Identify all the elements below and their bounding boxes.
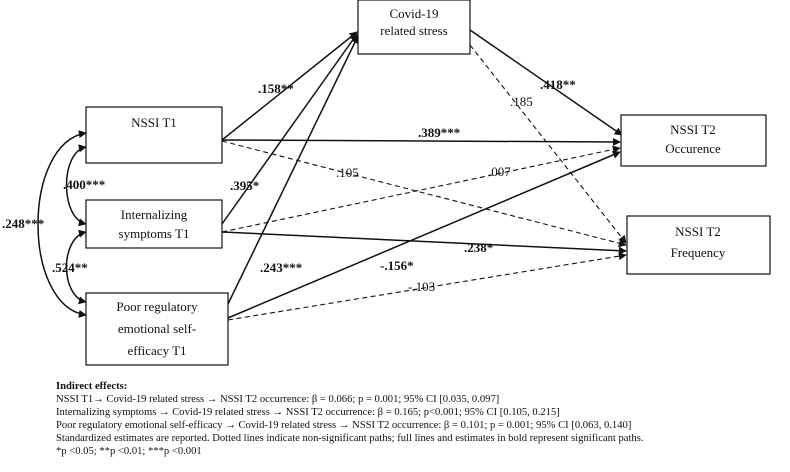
coef-poor-reg-to-nssi-t2-freq: -.103 <box>408 279 435 294</box>
coef-poor-reg-to-covid: .243*** <box>260 260 302 275</box>
node-poor-reg: Poor regulatory emotional self- efficacy… <box>85 292 229 366</box>
coefficient-labels: .158** .395* .243*** .418** .185 .389***… <box>2 77 576 294</box>
node-nssi-t1-line1: NSSI T1 <box>131 115 177 130</box>
indirect-effects-notes: Indirect effects: NSSI T1→ Covid-19 rela… <box>56 380 786 458</box>
node-poor-reg-line2: emotional self- <box>118 321 196 336</box>
path-poor-reg-to-nssi-t2-occ <box>227 151 621 319</box>
path-lines <box>37 29 627 321</box>
path-internalizing-to-nssi-t2-freq <box>221 231 627 255</box>
coef-internalizing-to-nssi-t2-occ: .007 <box>488 164 511 179</box>
node-poor-reg-line1: Poor regulatory <box>116 299 198 314</box>
coef-covid-to-nssi-t2-occ: .418** <box>540 77 576 92</box>
path-covid-to-nssi-t2-freq <box>469 44 627 244</box>
path-nssi-t1-to-covid <box>221 31 358 141</box>
sig-key-1: *p <0.05; <box>56 446 97 457</box>
notes-line-2: Internalizing symptoms → Covid-19 relate… <box>56 407 560 418</box>
coef-nssi-t1-to-nssi-t2-freq: .105 <box>336 165 359 180</box>
coef-poor-reg-to-nssi-t2-occ: -.156* <box>380 258 414 273</box>
notes-heading: Indirect effects: <box>56 381 128 392</box>
node-nssi-t2-occ: NSSI T2 Occurence <box>620 114 767 167</box>
path-internalizing-to-covid <box>221 33 358 225</box>
node-nssi-t2-occ-line1: NSSI T2 <box>670 122 716 137</box>
significance-key: *p <0.05; **p <0.01; ***p <0.001 <box>56 445 786 458</box>
path-nssi-t1-to-nssi-t2-occ <box>221 137 621 146</box>
node-poor-reg-line3: efficacy T1 <box>127 343 186 358</box>
coef-corr-internalizing-poor-reg: .524** <box>52 260 88 275</box>
coef-corr-nssi-t1-poor-reg: .248*** <box>2 216 44 231</box>
node-nssi-t2-freq-line2: Frequency <box>671 245 726 260</box>
path-nssi-t1-to-nssi-t2-freq <box>221 140 627 248</box>
path-poor-reg-to-covid <box>227 35 359 305</box>
node-nssi-t2-occ-line2: Occurence <box>665 141 721 156</box>
node-covid-line1: Covid-19 <box>389 6 438 21</box>
node-nssi-t2-freq-line1: NSSI T2 <box>675 224 721 239</box>
node-internalizing-line1: Internalizing <box>121 207 188 222</box>
node-covid-line2: related stress <box>380 23 448 38</box>
path-covid-to-nssi-t2-occ <box>469 29 623 136</box>
coef-internalizing-to-nssi-t2-freq: .238* <box>464 240 493 255</box>
path-poor-reg-to-nssi-t2-freq <box>227 252 627 321</box>
path-internalizing-to-nssi-t2-occ <box>221 145 621 233</box>
node-covid: Covid-19 related stress <box>357 0 471 55</box>
coef-covid-to-nssi-t2-freq: .185 <box>510 94 533 109</box>
coef-internalizing-to-covid: .395* <box>230 178 259 193</box>
node-internalizing: Internalizing symptoms T1 <box>85 199 223 249</box>
sig-key-2: **p <0.01; <box>99 446 146 457</box>
node-nssi-t2-freq: NSSI T2 Frequency <box>626 215 771 275</box>
corr-nssi-t1-poor-reg <box>37 130 87 318</box>
coef-corr-nssi-t1-internalizing: .400*** <box>63 177 105 192</box>
notes-line-3: Poor regulatory emotional self-efficacy … <box>56 420 632 431</box>
node-internalizing-line2: symptoms T1 <box>119 226 190 241</box>
notes-line-4: Standardized estimates are reported. Dot… <box>56 433 644 444</box>
node-nssi-t1: NSSI T1 <box>85 106 223 164</box>
sig-key-3: ***p <0.001 <box>148 446 202 457</box>
coef-nssi-t1-to-nssi-t2-occ: .389*** <box>418 125 460 140</box>
coef-nssi-t1-to-covid: .158** <box>258 81 294 96</box>
notes-line-1: NSSI T1→ Covid-19 related stress → NSSI … <box>56 394 500 405</box>
